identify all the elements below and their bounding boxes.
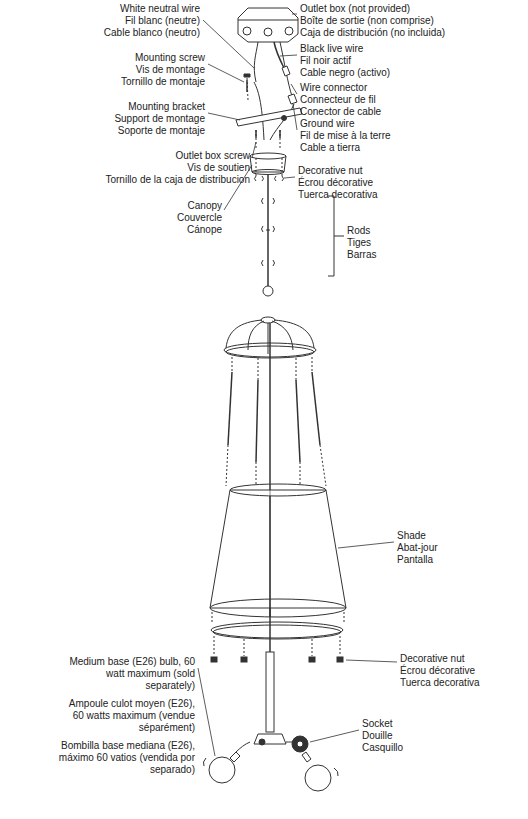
part-label: Medium base (E26) bulb, 60 watt maximum … [60, 656, 195, 692]
part-label: Outlet box (not provided) [300, 3, 410, 15]
part-label: Mounting screw [135, 52, 205, 64]
shade [210, 490, 346, 608]
part-label: Boîte de sortie (non comprise) [300, 15, 434, 27]
part-label: Black live wire [300, 43, 363, 55]
socket-cluster [254, 734, 286, 744]
part-label: Barras [347, 249, 376, 261]
bulb [209, 757, 235, 783]
part-label: Tuerca decorativa [298, 189, 378, 201]
part-label: Wire connector [300, 82, 367, 94]
part-label: Vis de soutien [187, 162, 250, 174]
tube [266, 652, 274, 732]
part-label: Cable a tierra [300, 142, 360, 154]
outlet-box [238, 8, 298, 42]
part-label: Conector de cable [300, 106, 381, 118]
socket [292, 736, 308, 752]
part-label: Abat-jour [397, 542, 438, 554]
part-label: Douille [362, 730, 393, 742]
part-label: Cable negro (activo) [300, 67, 390, 79]
part-label: Caja de distribución (no incluida) [300, 27, 445, 39]
part-label: Support de montage [114, 113, 205, 125]
bottom-ring [211, 622, 343, 638]
part-label: Fil blanc (neutre) [125, 15, 200, 27]
part-label: White neutral wire [120, 3, 200, 15]
part-label: Tiges [347, 237, 371, 249]
cord [269, 323, 271, 652]
wire-connector [282, 66, 290, 76]
part-label: Soporte de montaje [118, 125, 205, 137]
part-label: Connecteur de fil [300, 94, 376, 106]
part-label: Shade [397, 530, 426, 542]
part-label: Tornillo de montaje [121, 76, 205, 88]
part-label: Ampoule culot moyen (E26), 60 watts maxi… [60, 698, 195, 734]
part-label: Couvercle [177, 212, 222, 224]
part-label: Decorative nut [298, 165, 362, 177]
part-label: Casquillo [362, 742, 403, 754]
part-label: Fil de mise à la terre [300, 130, 391, 142]
leader-lines [198, 14, 397, 756]
part-label: Écrou décorative [400, 665, 475, 677]
part-label: Cánope [187, 224, 222, 236]
part-label: Rods [347, 225, 370, 237]
part-label: Cable blanco (neutro) [104, 27, 200, 39]
mounting-bracket [236, 108, 302, 126]
part-label: Tuerca decorativa [400, 677, 480, 689]
part-label: Fil noir actif [300, 55, 351, 67]
part-label: Tornillo de la caja de distribucion [105, 174, 250, 186]
part-label: Canopy [188, 200, 222, 212]
part-label: Outlet box screw [176, 150, 250, 162]
part-label: Ground wire [300, 118, 354, 130]
white-wire [254, 42, 258, 82]
decorative-nut [211, 657, 343, 662]
part-label: Decorative nut [400, 653, 464, 665]
part-label: Vis de montage [136, 64, 205, 76]
part-label: Pantalla [397, 554, 433, 566]
part-label: Mounting bracket [128, 101, 205, 113]
ground-wire [280, 42, 292, 96]
part-label: Bombilla base mediana (E26), máximo 60 v… [55, 740, 195, 776]
part-label: Socket [362, 718, 393, 730]
bulb [305, 765, 331, 791]
part-label: Écrou décorative [298, 177, 373, 189]
